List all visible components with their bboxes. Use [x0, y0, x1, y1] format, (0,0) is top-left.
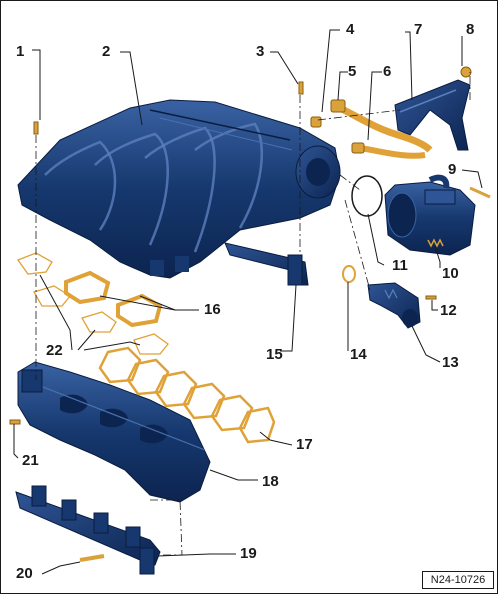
- callout-13: 13: [442, 354, 459, 371]
- leader-lines: [13, 29, 483, 575]
- upper-intake-manifold: [17, 99, 341, 279]
- seals: [16, 252, 169, 355]
- throttle-valve-module: [384, 174, 476, 256]
- callout-16: 16: [204, 301, 221, 318]
- o-ring: [351, 175, 383, 217]
- callout-4: 4: [346, 21, 355, 38]
- assembly-lines: [35, 72, 471, 556]
- callout-8: 8: [466, 21, 475, 38]
- bracket: [224, 242, 309, 286]
- callout-18: 18: [262, 473, 279, 490]
- fuel-rail: [15, 485, 161, 575]
- callout-3: 3: [256, 43, 265, 60]
- callout-7: 7: [414, 21, 423, 38]
- nut: [310, 116, 322, 128]
- hose: [338, 104, 433, 153]
- bolt-head: [460, 66, 472, 78]
- flange-gaskets: [64, 270, 163, 328]
- bolts: [9, 81, 491, 562]
- callout-11: 11: [392, 257, 408, 274]
- callout-22: 22: [46, 342, 63, 359]
- callout-15: 15: [266, 346, 283, 363]
- callout-17: 17: [296, 436, 313, 453]
- hose-fitting: [330, 99, 346, 113]
- valve-part: [367, 282, 421, 329]
- callout-6: 6: [383, 63, 392, 80]
- callout-2: 2: [102, 43, 111, 60]
- callout-20: 20: [16, 565, 33, 582]
- figure-id-label: N24-10726: [422, 571, 494, 589]
- callout-9: 9: [448, 161, 457, 178]
- hose-lower: [359, 145, 426, 159]
- callout-21: 21: [22, 452, 39, 469]
- lower-intake-manifold: [17, 361, 211, 503]
- manifold-gasket: [98, 346, 276, 444]
- callout-1: 1: [16, 43, 25, 60]
- hose-fitting-lower: [351, 142, 365, 154]
- support-bracket: [394, 79, 471, 151]
- callout-19: 19: [240, 545, 257, 562]
- seal-ring: [342, 265, 356, 283]
- callout-14: 14: [350, 346, 367, 363]
- callout-5: 5: [348, 63, 357, 80]
- callout-10: 10: [442, 265, 459, 282]
- callout-12: 12: [440, 302, 457, 319]
